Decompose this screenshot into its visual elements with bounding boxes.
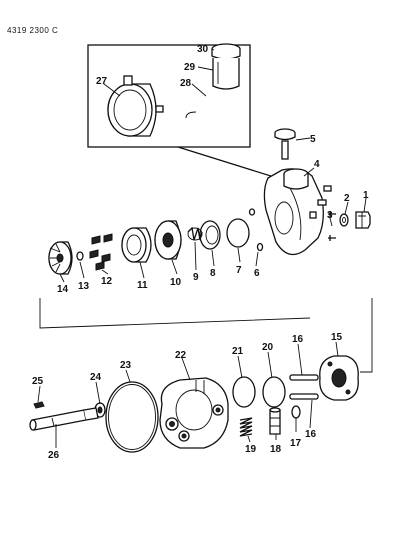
callout-22: 22 [175, 350, 187, 361]
callout-13: 13 [78, 281, 90, 292]
callout-18: 18 [270, 444, 282, 455]
callout-27: 27 [96, 76, 108, 87]
callout-16-upper: 16 [292, 334, 304, 345]
part-15-end-plate [319, 355, 359, 401]
part-7-large-o-ring [226, 218, 250, 248]
callout-12: 12 [101, 276, 113, 287]
part-19-valve-spring [239, 417, 253, 437]
part-30-reservoir-cap [211, 43, 241, 60]
callout-15: 15 [331, 332, 343, 343]
callout-24: 24 [90, 372, 102, 383]
part-10-thrust-plate [154, 220, 182, 260]
part-26-drive-shaft [29, 407, 99, 431]
part-3-studs [328, 211, 336, 241]
document-code: 4319 2300 C [7, 26, 59, 35]
part-17-seal [291, 405, 301, 419]
callout-8: 8 [210, 268, 216, 279]
part-9-spring [187, 226, 203, 241]
part-12-vanes [89, 233, 113, 271]
part-22-pump-body [159, 377, 229, 449]
callout-11: 11 [137, 280, 148, 291]
callout-21: 21 [232, 346, 244, 357]
part-2-washer [339, 213, 349, 227]
part-1-fitting [355, 211, 371, 229]
part-5-filler-cap [274, 128, 296, 160]
callout-25: 25 [32, 376, 44, 387]
callout-2: 2 [344, 193, 350, 204]
callout-20: 20 [262, 342, 274, 353]
part-13-snap-ring [76, 251, 84, 261]
part-28-hose [185, 90, 226, 119]
callout-7: 7 [236, 265, 242, 276]
callout-30: 30 [197, 44, 209, 55]
callout-29: 29 [184, 62, 196, 73]
part-27-remote-canister [107, 75, 164, 137]
callout-26: 26 [48, 450, 60, 461]
callout-10: 10 [170, 277, 182, 288]
callout-4: 4 [314, 159, 320, 170]
part-8-pressure-plate [199, 220, 221, 250]
part-29-reservoir-body [212, 58, 240, 90]
callout-1: 1 [363, 190, 369, 201]
part-11-cam-ring [121, 227, 152, 263]
part-14-rotor [48, 241, 73, 275]
callout-5: 5 [310, 134, 316, 145]
part-21-gasket [232, 376, 256, 408]
part-18-flow-valve [269, 407, 281, 435]
callout-17: 17 [290, 438, 302, 449]
callout-19: 19 [245, 444, 257, 455]
part-20-gasket [262, 376, 286, 408]
callout-numbers: 1 2 3 4 5 6 7 8 9 10 11 12 13 14 15 16 1… [32, 44, 369, 461]
part-6-o-rings [248, 208, 264, 252]
callout-9: 9 [193, 272, 199, 283]
callout-14: 14 [57, 284, 69, 295]
part-4-pump-reservoir [263, 168, 332, 256]
callout-6: 6 [254, 268, 260, 279]
assembly-connector-lines [39, 298, 373, 373]
part-23-large-o-ring [105, 381, 159, 453]
leader-lines [37, 48, 367, 448]
part-25-key [33, 401, 45, 409]
callout-28: 28 [180, 78, 192, 89]
callout-3: 3 [327, 210, 333, 221]
callout-23: 23 [120, 360, 132, 371]
part-16-pins [289, 374, 319, 400]
callout-16-lower: 16 [305, 429, 317, 440]
